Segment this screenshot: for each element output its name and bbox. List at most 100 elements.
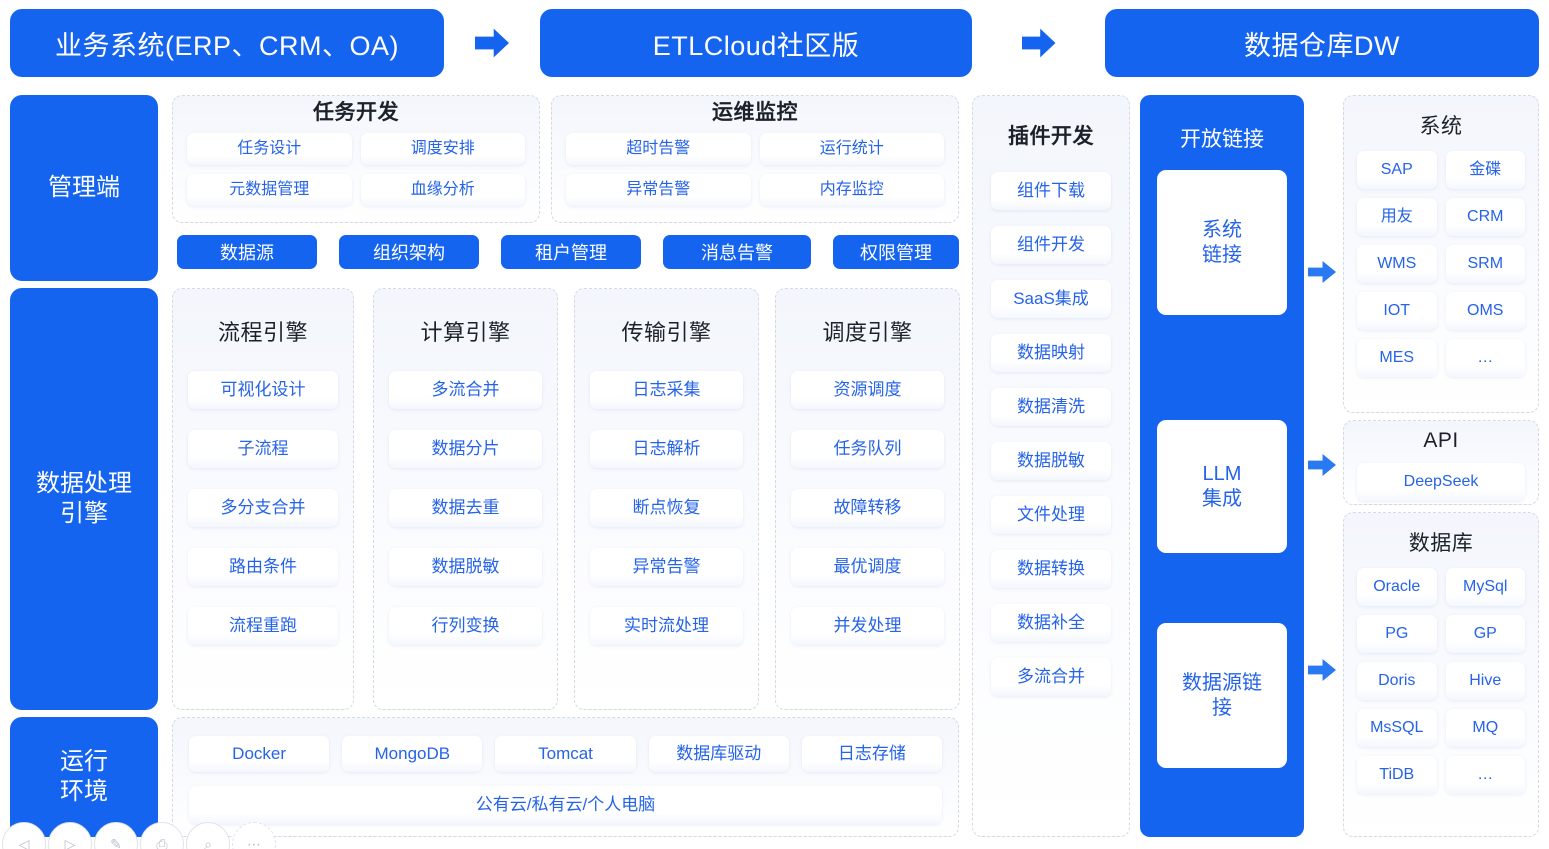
system-item[interactable]: MES: [1357, 339, 1437, 377]
database-item[interactable]: MsSQL: [1357, 709, 1437, 747]
rail-admin: 管理端: [10, 95, 158, 281]
database-item[interactable]: Oracle: [1357, 568, 1437, 606]
task-dev-item[interactable]: 任务设计: [187, 133, 352, 165]
ops-monitor-item[interactable]: 运行统计: [759, 133, 944, 165]
database-item[interactable]: MQ: [1445, 709, 1525, 747]
list-item[interactable]: 数据补全: [991, 604, 1111, 642]
list-item[interactable]: 日志采集: [590, 371, 743, 409]
ops-monitor-item[interactable]: 超时告警: [566, 133, 751, 165]
list-item[interactable]: 数据分片: [389, 430, 542, 468]
list-item[interactable]: 数据脱敏: [389, 548, 542, 586]
list-item[interactable]: 并发处理: [791, 607, 944, 645]
list-item[interactable]: 最优调度: [791, 548, 944, 586]
list-item[interactable]: 日志解析: [590, 430, 743, 468]
card-line-2: 接: [1212, 696, 1232, 719]
runtime-item[interactable]: Tomcat: [495, 736, 636, 772]
runtime-deployment-target[interactable]: 公有云/私有云/个人电脑: [189, 786, 942, 824]
flow-stage-dw[interactable]: 数据仓库DW: [1105, 9, 1539, 77]
card-line-1: LLM: [1202, 462, 1242, 485]
list-item[interactable]: 路由条件: [188, 548, 338, 586]
database-item[interactable]: TiDB: [1357, 756, 1437, 794]
admin-button-message-alert[interactable]: 消息告警: [663, 235, 811, 269]
list-item[interactable]: 流程重跑: [188, 607, 338, 645]
panel-title: 插件开发: [1008, 125, 1094, 148]
database-item[interactable]: Hive: [1445, 662, 1525, 700]
system-item[interactable]: WMS: [1357, 245, 1437, 283]
system-item-more[interactable]: …: [1445, 339, 1525, 377]
list-item[interactable]: 数据清洗: [991, 388, 1111, 426]
panel-open-link: 开放链接 系统 链接 LLM 集成 数据源链 接: [1140, 95, 1304, 837]
arrow-right-icon: [1308, 453, 1336, 477]
system-item[interactable]: SRM: [1445, 245, 1525, 283]
system-item[interactable]: 用友: [1357, 198, 1437, 236]
panel-title: 数据库: [1408, 532, 1474, 555]
task-dev-item[interactable]: 调度安排: [360, 133, 525, 165]
list-item[interactable]: 数据转换: [991, 550, 1111, 588]
arrow-right-icon: [1021, 28, 1056, 58]
system-item[interactable]: OMS: [1445, 292, 1525, 330]
flow-arrow-1-wrap: [444, 27, 540, 59]
panel-runtime-environment: Docker MongoDB Tomcat 数据库驱动 日志存储 公有云/私有云…: [172, 717, 959, 837]
ops-monitor-item[interactable]: 内存监控: [759, 174, 944, 206]
list-item[interactable]: 任务队列: [791, 430, 944, 468]
list-item[interactable]: SaaS集成: [991, 280, 1111, 318]
panel-database: 数据库 Oracle MySql PG GP Doris Hive MsSQL …: [1343, 512, 1539, 837]
printer-icon[interactable]: ⎙: [140, 822, 184, 849]
open-link-card-system[interactable]: 系统 链接: [1157, 170, 1287, 315]
system-item[interactable]: 金碟: [1445, 151, 1525, 189]
panel-systems: 系统 SAP 金碟 用友 CRM WMS SRM IOT OMS MES …: [1343, 95, 1539, 413]
admin-button-org-structure[interactable]: 组织架构: [339, 235, 479, 269]
task-dev-item[interactable]: 血缘分析: [360, 174, 525, 206]
admin-button-datasource[interactable]: 数据源: [177, 235, 317, 269]
panel-title: 系统: [1419, 115, 1463, 138]
ops-monitor-item[interactable]: 异常告警: [566, 174, 751, 206]
more-icon[interactable]: ⋯: [232, 822, 276, 849]
top-flow-row: 业务系统(ERP、CRM、OA) ETLCloud社区版 数据仓库DW: [0, 8, 1549, 78]
open-link-card-datasource[interactable]: 数据源链 接: [1157, 623, 1287, 768]
list-item[interactable]: 组件开发: [991, 226, 1111, 264]
list-item[interactable]: 断点恢复: [590, 489, 743, 527]
panel-title: 流程引擎: [217, 320, 308, 345]
system-item[interactable]: SAP: [1357, 151, 1437, 189]
database-item[interactable]: Doris: [1357, 662, 1437, 700]
database-item-more[interactable]: …: [1445, 756, 1525, 794]
api-item-deepseek[interactable]: DeepSeek: [1357, 463, 1525, 501]
list-item[interactable]: 数据脱敏: [991, 442, 1111, 480]
previous-icon[interactable]: ◁: [2, 822, 46, 849]
database-item[interactable]: GP: [1445, 615, 1525, 653]
list-item[interactable]: 多流合并: [389, 371, 542, 409]
system-grid: SAP 金碟 用友 CRM WMS SRM IOT OMS MES …: [1344, 151, 1538, 377]
task-dev-item[interactable]: 元数据管理: [187, 174, 352, 206]
list-item[interactable]: 组件下载: [991, 172, 1111, 210]
flow-stage-etlcloud[interactable]: ETLCloud社区版: [540, 9, 972, 77]
system-item[interactable]: CRM: [1445, 198, 1525, 236]
list-item[interactable]: 异常告警: [590, 548, 743, 586]
runtime-item[interactable]: 日志存储: [801, 736, 943, 772]
runtime-item[interactable]: 数据库驱动: [648, 736, 789, 772]
list-item[interactable]: 多流合并: [991, 658, 1111, 696]
play-icon[interactable]: ▷: [48, 822, 92, 849]
flow-stage-source[interactable]: 业务系统(ERP、CRM、OA): [10, 9, 444, 77]
admin-button-tenant-mgmt[interactable]: 租户管理: [501, 235, 641, 269]
list-item[interactable]: 数据去重: [389, 489, 542, 527]
open-link-card-llm[interactable]: LLM 集成: [1157, 420, 1287, 553]
search-icon[interactable]: ⌕: [186, 822, 230, 849]
runtime-item[interactable]: Docker: [189, 736, 330, 772]
list-item[interactable]: 行列变换: [389, 607, 542, 645]
list-item[interactable]: 文件处理: [991, 496, 1111, 534]
list-item[interactable]: 资源调度: [791, 371, 944, 409]
list-item[interactable]: 多分支合并: [188, 489, 338, 527]
list-item[interactable]: 实时流处理: [590, 607, 743, 645]
list-item[interactable]: 子流程: [188, 430, 338, 468]
database-item[interactable]: MySql: [1445, 568, 1525, 606]
runtime-item[interactable]: MongoDB: [342, 736, 483, 772]
list-item[interactable]: 数据映射: [991, 334, 1111, 372]
list-item[interactable]: 可视化设计: [188, 371, 338, 409]
panel-api: API DeepSeek: [1343, 420, 1539, 505]
pen-icon[interactable]: ✎: [94, 822, 138, 849]
list-item[interactable]: 故障转移: [791, 489, 944, 527]
system-item[interactable]: IOT: [1357, 292, 1437, 330]
arrow-right-icon: [1308, 260, 1336, 284]
database-item[interactable]: PG: [1357, 615, 1437, 653]
admin-button-permission-mgmt[interactable]: 权限管理: [833, 235, 959, 269]
